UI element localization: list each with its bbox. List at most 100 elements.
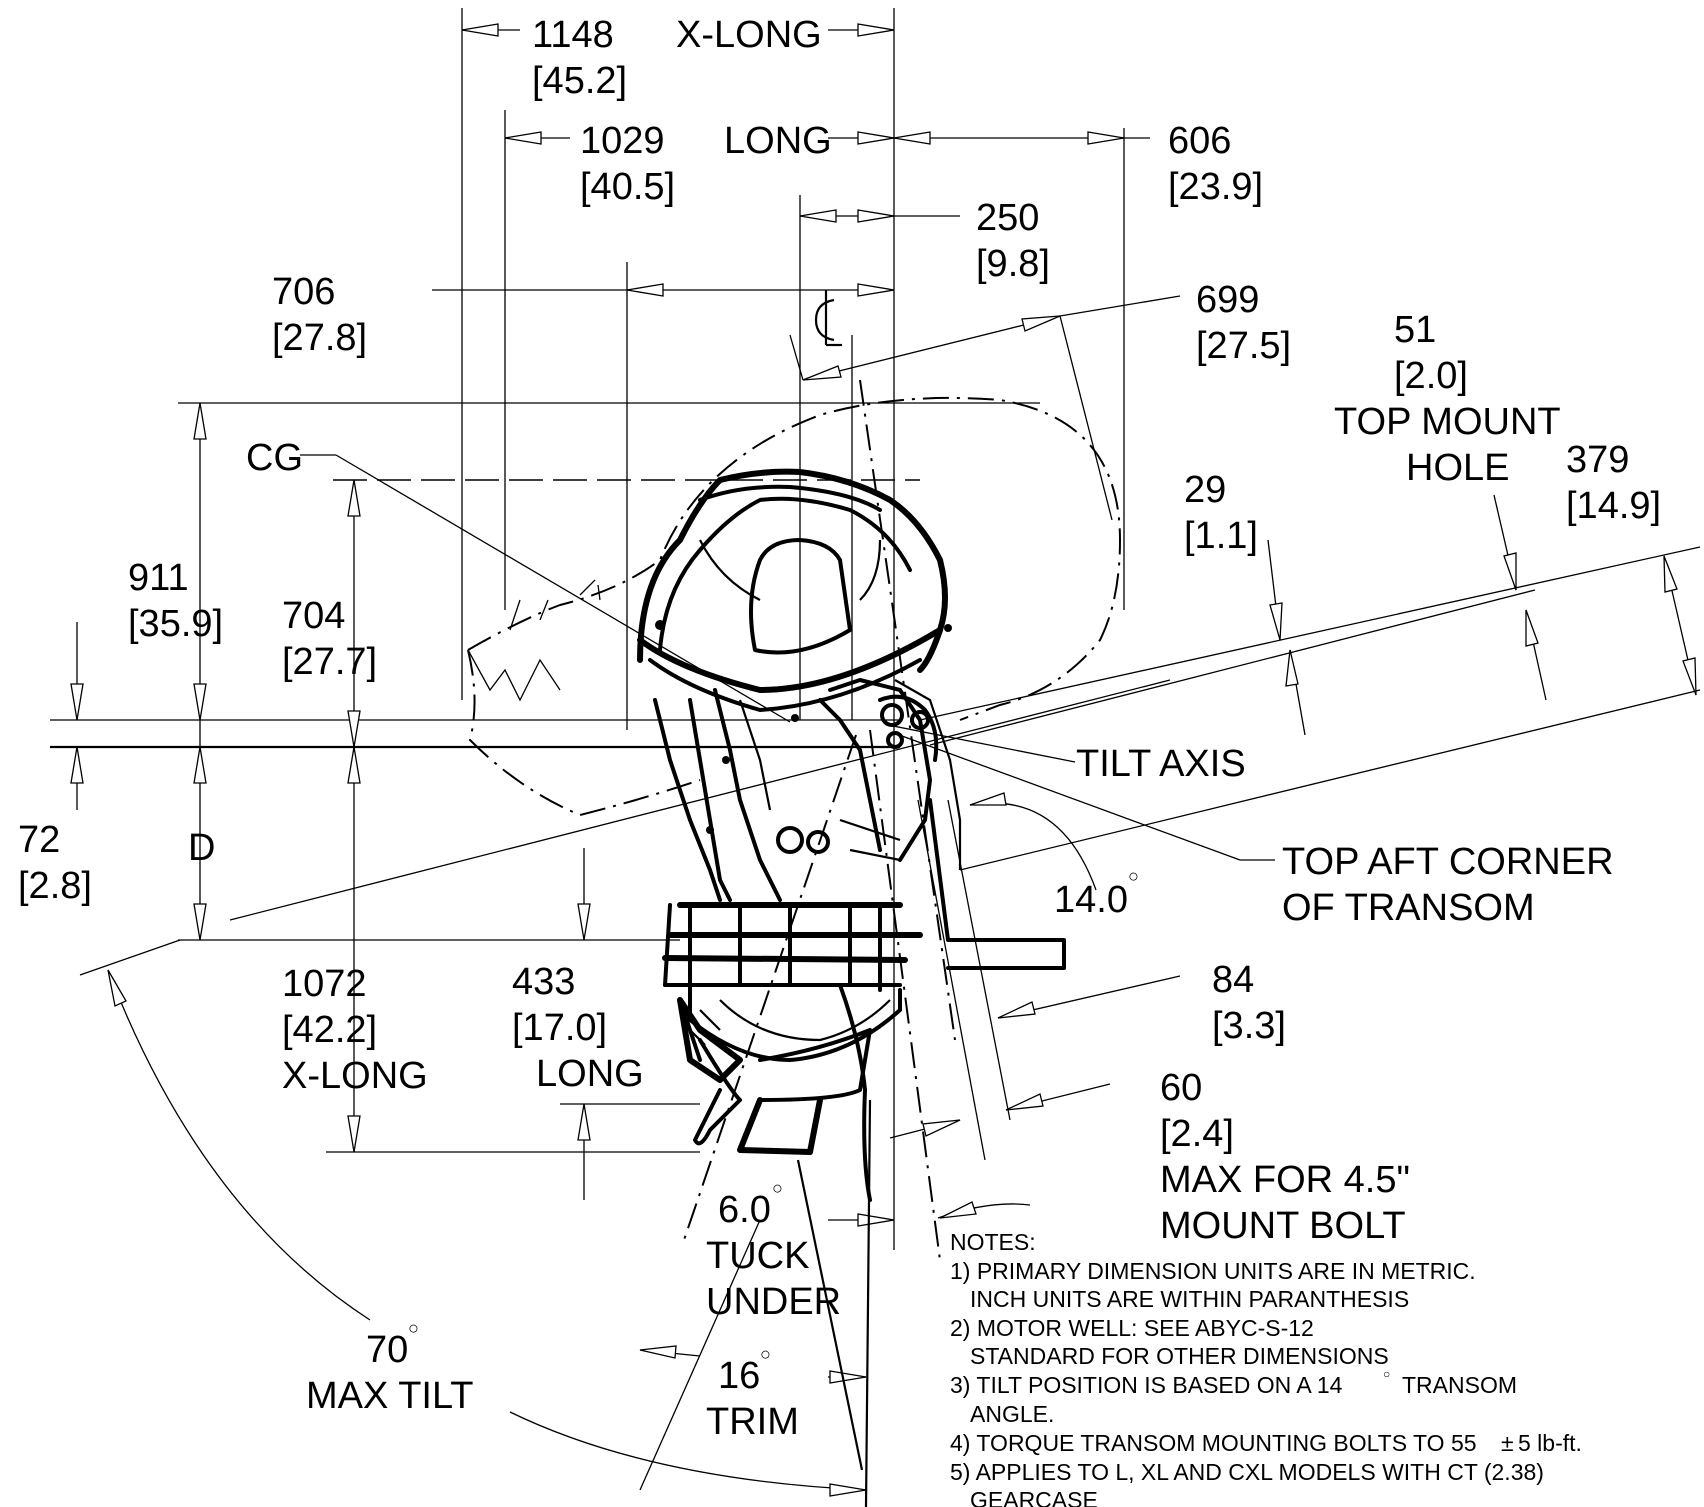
dim-1072-label: X-LONG (282, 1055, 428, 1097)
angle-transom-value: 14.0 (1054, 879, 1128, 921)
angle-tuck-label2: UNDER (706, 1281, 841, 1323)
dim-699-mm: 699 (1196, 279, 1259, 321)
angle-tuck-unit: ○ (772, 1178, 783, 1198)
dimension-lines (70, 23, 1697, 1497)
dim-60-mm: 60 (1160, 1067, 1202, 1109)
dim-1029-in: [40.5] (580, 166, 675, 208)
label-cg: CG (246, 437, 303, 479)
dim-1148: 1148 [45.2] X-LONG (532, 14, 822, 102)
note-1: 1) PRIMARY DIMENSION UNITS ARE IN METRIC… (950, 1258, 1476, 1284)
dim-699-in: [27.5] (1196, 325, 1291, 367)
angle-transom: 14.0 ○ (1054, 866, 1139, 921)
dim-250: 250 [9.8] (976, 197, 1050, 285)
dim-433: 433 [17.0] LONG (512, 961, 644, 1095)
dim-911-in: [35.9] (128, 603, 223, 645)
angle-tuck-label1: TUCK (706, 1235, 809, 1277)
note-3: 3) TILT POSITION IS BASED ON A 14 (950, 1372, 1343, 1398)
dim-72-in: [2.8] (18, 865, 92, 907)
dim-706-in: [27.8] (272, 317, 367, 359)
dim-29-mm: 29 (1184, 469, 1226, 511)
dim-911-mm: 911 (128, 557, 189, 599)
dim-1029-mm: 1029 (580, 120, 665, 162)
angle-trim-value: 16 (718, 1355, 760, 1397)
dim-72: 72 [2.8] (18, 819, 92, 907)
notes-block: NOTES: 1) PRIMARY DIMENSION UNITS ARE IN… (950, 1229, 1582, 1507)
label-tilt-axis: TILT AXIS (1076, 743, 1246, 785)
note-2: 2) MOTOR WELL: SEE ABYC-S-12 (950, 1315, 1314, 1341)
dim-704-in: [27.7] (282, 641, 377, 683)
dim-706-mm: 706 (272, 271, 335, 313)
dim-51-in: [2.0] (1394, 355, 1468, 397)
dim-60-label2: MOUNT BOLT (1160, 1205, 1406, 1247)
note-3-degree: ○ (1383, 1367, 1390, 1381)
dim-84-in: [3.3] (1212, 1005, 1286, 1047)
note-3-b: TRANSOM (1402, 1372, 1517, 1398)
note-5-cont: GEARCASE (970, 1487, 1098, 1507)
label-top-aft-2: OF TRANSOM (1282, 887, 1535, 929)
angle-tilt-label: MAX TILT (306, 1375, 474, 1417)
dim-379-mm: 379 (1566, 439, 1629, 481)
note-5: 5) APPLIES TO L, XL AND CXL MODELS WITH … (950, 1459, 1544, 1485)
dim-60: 60 [2.4] MAX FOR 4.5" MOUNT BOLT (1160, 1067, 1410, 1247)
centerlines (639, 379, 1011, 1507)
leader-lines (300, 454, 1275, 861)
dim-606-mm: 606 (1168, 120, 1231, 162)
dim-704-mm: 704 (282, 595, 345, 637)
dim-1072-mm: 1072 (282, 963, 367, 1005)
angle-tilt-value: 70 (366, 1329, 408, 1371)
label-d: D (188, 827, 215, 869)
dim-72-mm: 72 (18, 819, 60, 861)
notes-title: NOTES: (950, 1229, 1036, 1255)
angle-transom-unit: ○ (1128, 866, 1139, 886)
dim-433-mm: 433 (512, 961, 575, 1003)
angle-tuck-value: 6.0 (718, 1189, 771, 1231)
dim-1148-label: X-LONG (676, 14, 822, 56)
dim-911: 911 [35.9] (128, 557, 223, 645)
dim-699: 699 [27.5] (1196, 279, 1291, 367)
dim-84-mm: 84 (1212, 959, 1254, 1001)
dim-1029: 1029 [40.5] LONG (580, 120, 832, 208)
note-4-b: 5 lb-ft. (1518, 1430, 1582, 1456)
dim-84: 84 [3.3] (1212, 959, 1286, 1047)
dim-60-in: [2.4] (1160, 1113, 1234, 1155)
extension-lines (50, 8, 1701, 1250)
dim-1148-mm: 1148 (532, 14, 614, 56)
dim-1029-label: LONG (724, 120, 832, 162)
tilted-engine-outline (467, 396, 1122, 817)
dim-1072: 1072 [42.2] X-LONG (282, 963, 428, 1097)
angle-trim: 16 ○ TRIM (706, 1344, 799, 1443)
dim-29-in: [1.1] (1184, 515, 1258, 557)
angle-tilt-unit: ○ (408, 1318, 419, 1338)
outboard-engine (637, 468, 1066, 1202)
label-top-aft-corner: TOP AFT CORNER OF TRANSOM (1282, 841, 1614, 929)
angle-tilt: 70 ○ MAX TILT (306, 1318, 474, 1417)
angle-trim-label: TRIM (706, 1401, 799, 1443)
dim-433-in: [17.0] (512, 1007, 607, 1049)
dim-51-mm: 51 (1394, 309, 1436, 351)
note-4: 4) TORQUE TRANSOM MOUNTING BOLTS TO 55 (950, 1430, 1477, 1456)
dim-1072-in: [42.2] (282, 1009, 377, 1051)
dim-704: 704 [27.7] (282, 595, 377, 683)
dim-606: 606 [23.9] (1168, 120, 1263, 208)
note-4-plusminus: ± (1501, 1430, 1514, 1456)
angle-trim-unit: ○ (760, 1344, 771, 1364)
note-2-cont: STANDARD FOR OTHER DIMENSIONS (970, 1343, 1389, 1369)
label-top-aft-1: TOP AFT CORNER (1282, 841, 1614, 883)
dim-706: 706 [27.8] (272, 271, 367, 359)
dim-60-label1: MAX FOR 4.5" (1160, 1159, 1410, 1201)
dim-51-label2: HOLE (1406, 447, 1509, 489)
note-1-cont: INCH UNITS ARE WITHIN PARANTHESIS (970, 1286, 1409, 1312)
dim-250-mm: 250 (976, 197, 1039, 239)
angle-tuck: 6.0 ○ TUCK UNDER (706, 1178, 841, 1323)
dim-51-label1: TOP MOUNT (1334, 401, 1561, 443)
dim-433-label: LONG (536, 1053, 644, 1095)
centerline-symbol (814, 290, 842, 347)
dim-379: 379 [14.9] (1566, 439, 1661, 527)
dim-250-in: [9.8] (976, 243, 1050, 285)
dim-29: 29 [1.1] (1184, 469, 1258, 557)
dim-1148-in: [45.2] (532, 60, 627, 102)
dim-51: 51 [2.0] TOP MOUNT HOLE (1334, 309, 1561, 489)
dim-606-in: [23.9] (1168, 166, 1263, 208)
dim-379-in: [14.9] (1566, 485, 1661, 527)
